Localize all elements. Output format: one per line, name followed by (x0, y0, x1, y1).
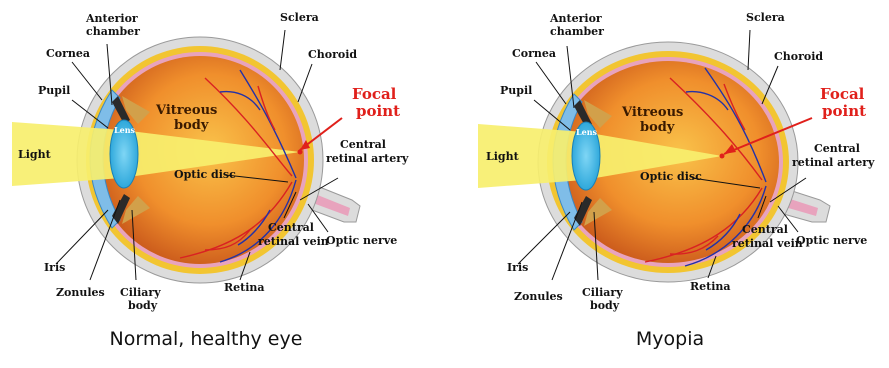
label-vitreous-body-2: body (174, 118, 209, 133)
focal-point-dot (298, 150, 303, 155)
label-vitreous-body-1: Vitreous (155, 103, 217, 118)
label-ciliary-body-2: body (590, 299, 620, 312)
label-zonules: Zonules (56, 286, 105, 299)
label-central-retinal-vein-2: retinal vein (732, 237, 803, 250)
label-central-retinal-vein-1: Central (742, 223, 788, 236)
label-focal-point-1: Focal (820, 85, 865, 103)
label-iris: Iris (44, 261, 65, 274)
label-lens: Lens (576, 127, 598, 137)
label-ciliary-body-2: body (128, 299, 158, 312)
label-anterior-chamber-1: Anterior (85, 12, 138, 25)
label-zonules: Zonules (514, 290, 563, 303)
label-optic-disc: Optic disc (640, 170, 702, 183)
label-ciliary-body-1: Ciliary (582, 286, 623, 299)
label-lens: Lens (114, 125, 136, 135)
label-light: Light (486, 150, 520, 163)
label-ciliary-body-1: Ciliary (120, 286, 161, 299)
label-cornea: Cornea (46, 47, 90, 60)
label-retina: Retina (224, 281, 265, 294)
label-sclera: Sclera (280, 11, 319, 24)
label-central-retinal-vein-2: retinal vein (258, 235, 329, 248)
label-optic-nerve: Optic nerve (326, 234, 397, 247)
label-focal-point-2: point (822, 102, 866, 120)
label-iris: Iris (507, 261, 528, 274)
label-sclera: Sclera (746, 11, 785, 24)
label-focal-point-2: point (356, 102, 400, 120)
label-choroid: Choroid (774, 50, 823, 63)
label-central-retinal-vein-1: Central (268, 221, 314, 234)
label-vitreous-body-1: Vitreous (621, 105, 683, 120)
label-anterior-chamber-1: Anterior (549, 12, 602, 25)
label-choroid: Choroid (308, 48, 357, 61)
label-vitreous-body-2: body (640, 120, 675, 135)
label-anterior-chamber-2: chamber (86, 25, 140, 38)
caption-normal-eye: Normal, healthy eye (96, 328, 316, 350)
label-central-retinal-artery-1: Central (340, 138, 386, 151)
label-cornea: Cornea (512, 47, 556, 60)
label-light: Light (18, 148, 52, 161)
caption-myopia: Myopia (600, 328, 740, 350)
label-central-retinal-artery-2: retinal artery (792, 156, 875, 169)
label-focal-point-1: Focal (352, 85, 397, 103)
panel-normal-eye: Anterior chamber Sclera Cornea Choroid P… (12, 11, 409, 312)
label-central-retinal-artery-1: Central (814, 142, 860, 155)
label-anterior-chamber-2: chamber (550, 25, 604, 38)
label-optic-disc: Optic disc (174, 168, 236, 181)
label-pupil: Pupil (500, 84, 532, 97)
focal-point-dot (720, 154, 725, 159)
label-pupil: Pupil (38, 84, 70, 97)
label-optic-nerve: Optic nerve (796, 234, 867, 247)
panel-myopia-eye: Anterior chamber Sclera Cornea Choroid P… (478, 11, 875, 312)
label-retina: Retina (690, 280, 731, 293)
label-central-retinal-artery-2: retinal artery (326, 152, 409, 165)
